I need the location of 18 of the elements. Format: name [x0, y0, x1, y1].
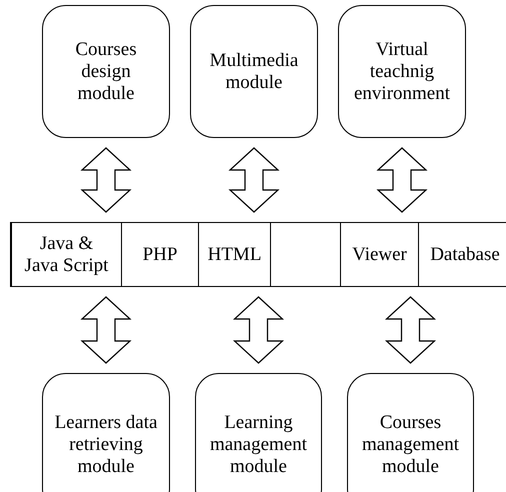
module-box: Courses design module	[42, 5, 170, 138]
module-box: Multimedia module	[190, 5, 318, 138]
technology-cell: Java & Java Script	[11, 223, 121, 286]
double-arrow	[228, 147, 280, 213]
technology-cell: Database	[418, 223, 506, 286]
double-arrow	[384, 296, 436, 364]
double-arrow	[376, 147, 428, 213]
technology-cell: Viewer	[340, 223, 418, 286]
double-arrow	[80, 296, 132, 364]
module-box: Virtual teachnig environment	[338, 5, 466, 138]
module-box: Learning management module	[195, 373, 322, 492]
module-box: Learners data retrieving module	[42, 373, 170, 492]
technology-bar	[10, 222, 506, 287]
technology-cell: PHP	[121, 223, 198, 286]
module-box: Courses management module	[347, 373, 474, 492]
double-arrow	[80, 147, 132, 213]
double-arrow	[232, 296, 284, 364]
technology-cell: HTML	[198, 223, 270, 286]
